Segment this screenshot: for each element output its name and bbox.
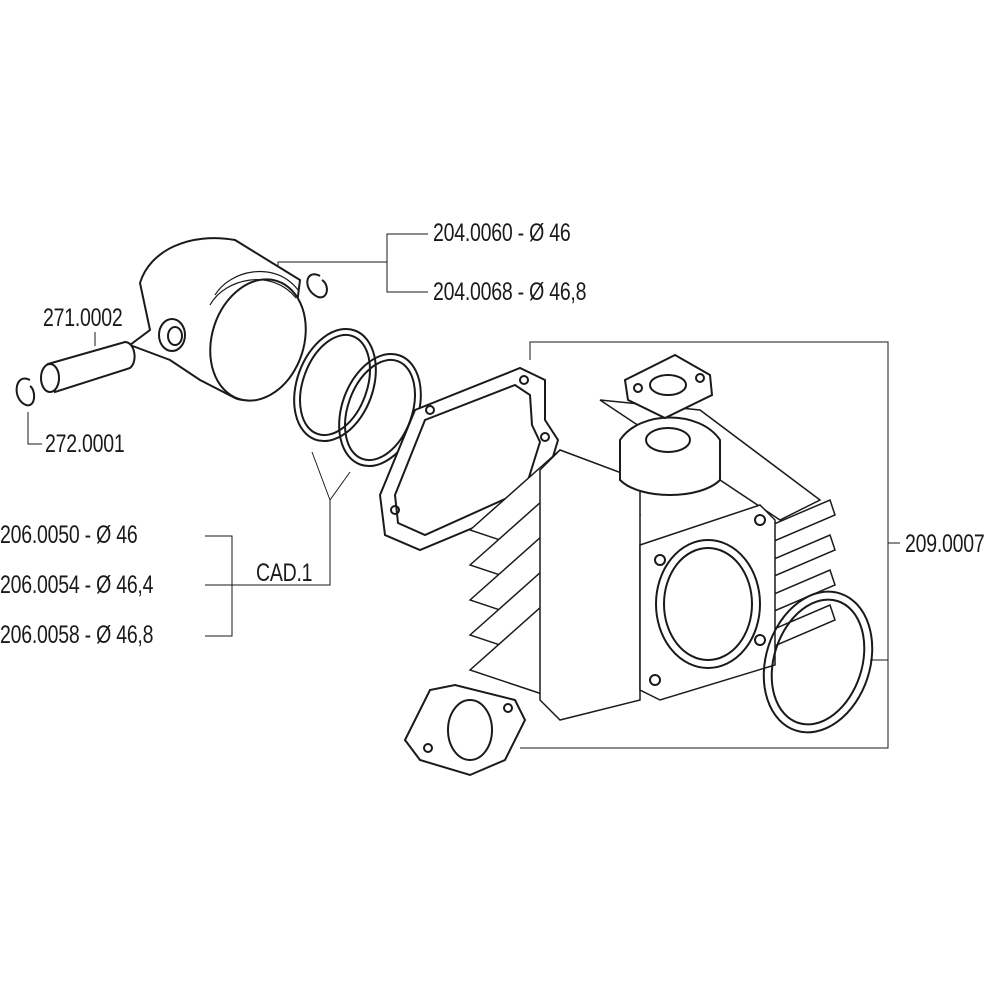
piston-pin [40, 340, 136, 394]
label-ring-quantity: CAD.1 [256, 559, 313, 587]
head-gasket [762, 590, 874, 734]
cylinder [468, 399, 836, 721]
flange-gasket-bottom [403, 683, 527, 777]
label-cylinder-kit: 209.0007 [905, 530, 985, 558]
label-piston-clip: 272.0001 [45, 430, 125, 458]
piston-clip [15, 273, 328, 407]
piston [127, 237, 307, 402]
label-ring-46: 206.0050 - Ø 46 [0, 521, 138, 549]
label-ring-46-4: 206.0054 - Ø 46,4 [0, 571, 154, 599]
label-ring-46-8: 206.0058 - Ø 46,8 [0, 621, 154, 649]
label-piston-pin: 271.0002 [43, 304, 123, 332]
flange-gasket-top [623, 353, 714, 420]
label-piston-46: 204.0060 - Ø 46 [433, 219, 571, 247]
label-piston-46-8: 204.0068 - Ø 46,8 [433, 278, 587, 306]
leader-lines [27, 233, 900, 749]
